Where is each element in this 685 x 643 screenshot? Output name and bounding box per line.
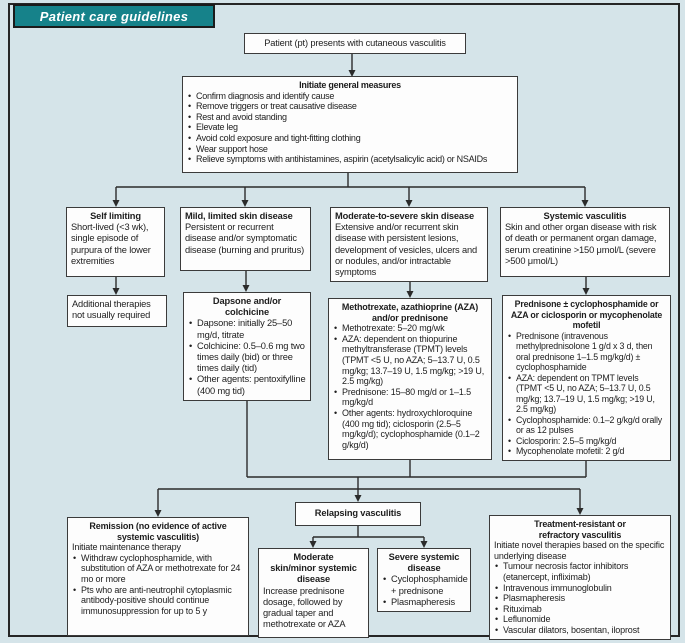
node-methotrexate-title: Methotrexate, azathioprine (AZA) and/or …: [341, 302, 479, 323]
node-patient: Patient (pt) presents with cutaneous vas…: [244, 33, 466, 54]
node-treatment-resistant-list: Tumour necrosis factor inhibitors (etane…: [494, 561, 666, 635]
bullet-item: AZA: dependent on thiopurine methyltrans…: [333, 334, 487, 387]
node-mild-skin-disease: Mild, limited skin disease Persistent or…: [180, 207, 311, 271]
bullet-item: Pts who are anti-neutrophil cytoplasmic …: [72, 585, 244, 617]
node-dapsone-list: Dapsone: initially 25–50 mg/d, titrateCo…: [188, 318, 306, 396]
bullet-item: Other agents: hydroxychloroquine (400 mg…: [333, 408, 487, 450]
node-self-limiting-text: Short-lived (<3 wk), single episode of p…: [71, 222, 151, 266]
node-systemic-text: Skin and other organ disease with risk o…: [505, 222, 657, 266]
node-additional-therapies: Additional therapies not usually require…: [67, 295, 167, 327]
bullet-item: Rituximab: [494, 604, 666, 615]
node-prednisone-cyclophosphamide: Prednisone ± cyclophosphamide or AZA or …: [502, 295, 671, 461]
node-prednisone-title: Prednisone ± cyclophosphamide or AZA or …: [510, 299, 663, 330]
bullet-item: Wear support hose: [187, 144, 513, 155]
bullet-item: Prednisone (intravenous methylprednisolo…: [507, 331, 666, 373]
node-treatment-resistant: Treatment-resistant or refractory vascul…: [489, 515, 671, 640]
node-self-limiting: Self limiting Short-lived (<3 wk), singl…: [66, 207, 165, 277]
node-dapsone-title: Dapsone and/or colchicine: [212, 296, 282, 318]
node-patient-text: Patient (pt) presents with cutaneous vas…: [264, 37, 446, 48]
arrowheads: [112, 70, 590, 548]
bullet-item: Avoid cold exposure and tight-fitting cl…: [187, 133, 513, 144]
node-systemic-vasculitis: Systemic vasculitis Skin and other organ…: [500, 207, 670, 277]
bullet-item: Withdraw cyclophosphamide, with substitu…: [72, 553, 244, 585]
node-moderate-severe-title: Moderate-to-severe skin disease: [335, 211, 474, 221]
bullet-item: Vascular dilators, bosentan, iloprost: [494, 625, 666, 636]
bullet-item: Confirm diagnosis and identify cause: [187, 91, 513, 102]
node-mild-text: Persistent or recurrent disease and/or s…: [185, 222, 305, 255]
node-remission-intro: Initiate maintenance therapy: [72, 542, 181, 553]
bullet-item: Prednisone: 15–80 mg/d or 1–1.5 mg/kg/d: [333, 387, 487, 408]
node-severe-systemic-list: Cyclophosphamide + prednisonePlasmaphere…: [382, 574, 468, 608]
bullet-item: Cyclophosphamide: 0.1–2 g/kg/d orally or…: [507, 415, 666, 436]
bullet-item: Plasmapheresis: [494, 593, 666, 604]
bullet-item: Elevate leg: [187, 122, 513, 133]
node-severe-systemic-disease: Severe systemic disease Cyclophosphamide…: [377, 548, 471, 613]
bullet-item: Remove triggers or treat causative disea…: [187, 101, 513, 112]
bullet-item: Mycophenolate mofetil: 2 g/d: [507, 446, 666, 457]
node-severe-systemic-title: Severe systemic disease: [388, 552, 460, 574]
node-prednisone-list: Prednisone (intravenous methylprednisolo…: [507, 331, 666, 457]
node-methotrexate-list: Methotrexate: 5–20 mg/wkAZA: dependent o…: [333, 323, 487, 450]
bullet-item: Methotrexate: 5–20 mg/wk: [333, 323, 487, 334]
node-remission: Remission (no evidence of active systemi…: [67, 517, 249, 636]
node-additional-text: Additional therapies not usually require…: [72, 299, 151, 321]
node-remission-list: Withdraw cyclophosphamide, with substitu…: [72, 553, 244, 617]
node-systemic-title: Systemic vasculitis: [543, 211, 627, 221]
bullet-item: Ciclosporin: 2.5–5 mg/kg/d: [507, 436, 666, 447]
bullet-item: Other agents: pentoxifylline (400 mg tid…: [188, 374, 306, 396]
bullet-item: Rest and avoid standing: [187, 112, 513, 123]
node-general-measures-list: Confirm diagnosis and identify causeRemo…: [187, 91, 513, 165]
node-mild-title: Mild, limited skin disease: [185, 211, 293, 221]
node-general-measures: Initiate general measures Confirm diagno…: [182, 76, 518, 173]
node-relapsing-title: Relapsing vasculitis: [314, 508, 402, 519]
node-moderate-skin-minor-systemic: Moderate skin/minor systemic disease Inc…: [258, 548, 369, 638]
node-moderate-skin-title: Moderate skin/minor systemic disease: [270, 552, 357, 585]
node-treatment-resistant-intro: Initiate novel therapies based on the sp…: [494, 540, 665, 561]
bullet-item: AZA: dependent on TPMT levels (TPMT <5 U…: [507, 373, 666, 415]
node-methotrexate-aza-prednisone: Methotrexate, azathioprine (AZA) and/or …: [328, 298, 492, 460]
node-general-measures-title: Initiate general measures: [299, 80, 401, 90]
bullet-item: Cyclophosphamide + prednisone: [382, 574, 468, 596]
bullet-item: Tumour necrosis factor inhibitors (etane…: [494, 561, 666, 582]
node-treatment-resistant-title: Treatment-resistant or refractory vascul…: [534, 519, 626, 540]
bullet-item: Dapsone: initially 25–50 mg/d, titrate: [188, 318, 306, 340]
node-moderate-severe-text: Extensive and/or recurrent skin disease …: [335, 222, 478, 278]
node-moderate-skin-text: Increase prednisone dosage, followed by …: [263, 585, 346, 630]
bullet-item: Leflunomide: [494, 614, 666, 625]
bullet-item: Relieve symptoms with antihistamines, as…: [187, 154, 513, 165]
node-moderate-severe-skin-disease: Moderate-to-severe skin disease Extensiv…: [330, 207, 488, 283]
node-dapsone-colchicine: Dapsone and/or colchicine Dapsone: initi…: [183, 292, 311, 401]
bullet-item: Intravenous immunoglobulin: [494, 583, 666, 594]
node-remission-title: Remission (no evidence of active systemi…: [89, 521, 227, 542]
bullet-item: Colchicine: 0.5–0.6 mg two times daily (…: [188, 341, 306, 375]
page-title: Patient care guidelines: [13, 4, 215, 28]
node-self-limiting-title: Self limiting: [90, 211, 141, 221]
bullet-item: Plasmapheresis: [382, 597, 466, 608]
node-relapsing-vasculitis: Relapsing vasculitis: [295, 502, 421, 526]
